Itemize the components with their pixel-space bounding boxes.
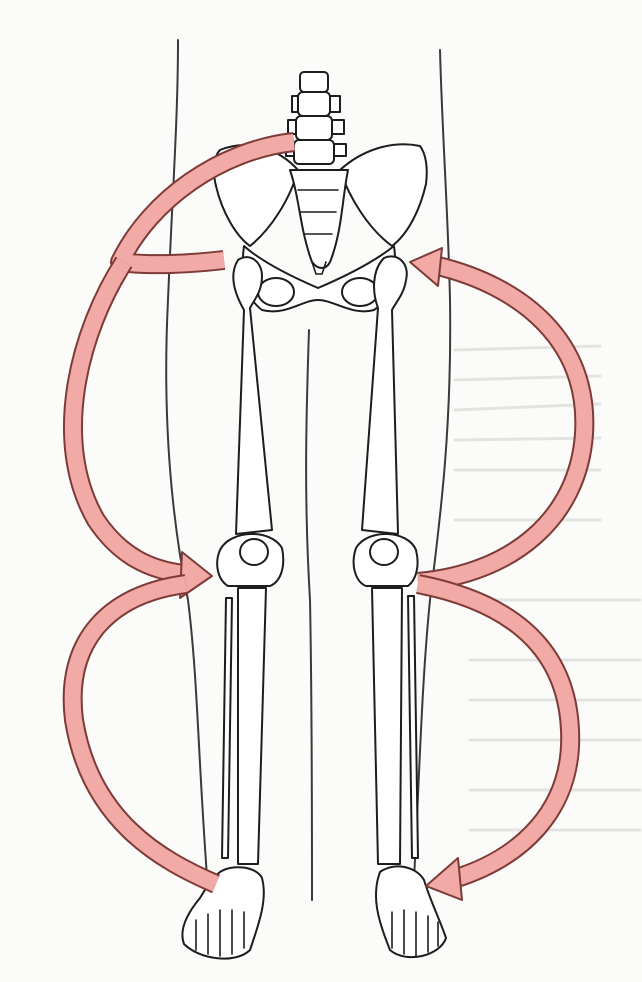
arrow-right-knee-to-right-hip bbox=[410, 248, 584, 582]
feet bbox=[182, 866, 446, 958]
knees bbox=[217, 534, 417, 586]
arrow-left-foot-to-left-knee bbox=[73, 584, 216, 884]
arrow-right-knee-to-right-foot bbox=[418, 584, 570, 900]
tibia-fibula bbox=[222, 588, 418, 864]
page-bleed-through bbox=[455, 346, 640, 830]
arrow-left-hip-to-left-knee bbox=[73, 262, 212, 598]
lumbar-spine bbox=[286, 72, 346, 164]
